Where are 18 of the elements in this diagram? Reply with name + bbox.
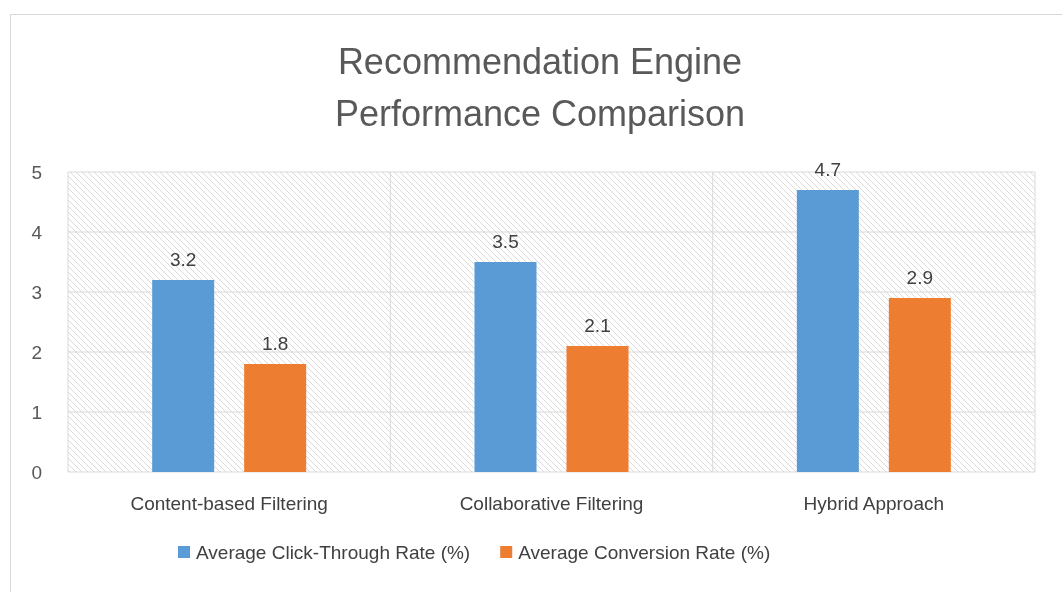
- category-label: Collaborative Filtering: [459, 493, 644, 514]
- data-label: 4.7: [814, 159, 842, 180]
- tick-label: 1: [31, 402, 42, 423]
- data-label: 2.1: [584, 315, 611, 336]
- tick-label: 5: [31, 162, 42, 183]
- legend-label: Average Conversion Rate (%): [518, 542, 771, 563]
- tick-label: 0: [31, 462, 42, 483]
- data-label: 3.5: [492, 231, 519, 252]
- tick-label: 2: [31, 342, 42, 363]
- data-label: 2.9: [906, 267, 934, 288]
- tick-label: 3: [31, 282, 42, 303]
- data-label: 3.2: [169, 249, 197, 270]
- category-label: Hybrid Approach: [803, 493, 945, 514]
- tick-label: 4: [31, 222, 42, 243]
- category-label: Content-based Filtering: [130, 493, 328, 514]
- legend-label: Average Click-Through Rate (%): [196, 542, 471, 563]
- chart-title: Recommendation Engine Performance Comparison: [333, 40, 747, 136]
- data-label: 1.8: [261, 333, 289, 354]
